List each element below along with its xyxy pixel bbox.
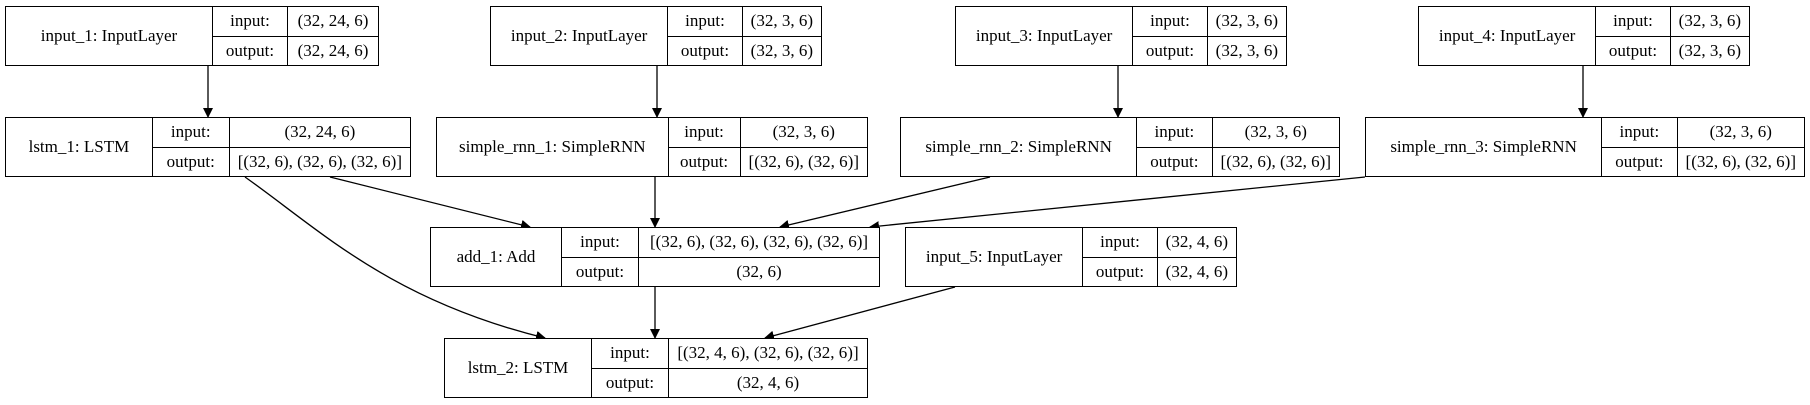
node-simple-rnn-1: simple_rnn_1: SimpleRNN input: output: (… bbox=[436, 117, 868, 177]
input-port-label: input: bbox=[1137, 118, 1212, 148]
node-label: simple_rnn_3: SimpleRNN bbox=[1366, 118, 1603, 176]
input-port-label: input: bbox=[152, 118, 229, 148]
node-label: input_3: InputLayer bbox=[956, 7, 1134, 65]
output-shape: [(32, 6), (32, 6), (32, 6)] bbox=[237, 151, 402, 171]
input-shape: [(32, 4, 6), (32, 6), (32, 6)] bbox=[669, 339, 867, 369]
input-shape: (32, 24, 6) bbox=[229, 118, 410, 148]
output-shape: (32, 4, 6) bbox=[736, 372, 800, 392]
input-port-label: input: bbox=[1596, 7, 1670, 37]
output-port-label: output: bbox=[1608, 40, 1658, 60]
output-shape: (32, 4, 6) bbox=[1165, 261, 1228, 281]
node-label: simple_rnn_2: SimpleRNN bbox=[901, 118, 1138, 176]
input-shape: (32, 4, 6) bbox=[1157, 228, 1236, 258]
output-shape: (32, 24, 6) bbox=[297, 40, 369, 60]
input-port-label: input: bbox=[213, 7, 287, 37]
node-label: simple_rnn_1: SimpleRNN bbox=[437, 118, 669, 176]
node-input-1: input_1: InputLayer input: output: (32, … bbox=[5, 6, 379, 66]
input-shape: (32, 3, 6) bbox=[740, 118, 867, 148]
output-port-label: output: bbox=[225, 40, 275, 60]
node-lstm-1: lstm_1: LSTM input: output: (32, 24, 6) … bbox=[5, 117, 411, 177]
input-port-label: input: bbox=[1133, 7, 1207, 37]
output-port-label: output: bbox=[1615, 151, 1664, 171]
output-port-label: output: bbox=[605, 372, 655, 392]
input-port-label: input: bbox=[592, 339, 668, 369]
input-shape: (32, 3, 6) bbox=[742, 7, 821, 37]
output-shape: (32, 3, 6) bbox=[1678, 40, 1741, 60]
node-simple-rnn-3: simple_rnn_3: SimpleRNN input: output: (… bbox=[1365, 117, 1805, 177]
output-port-label: output: bbox=[575, 261, 625, 281]
output-shape: [(32, 6), (32, 6)] bbox=[1685, 151, 1796, 171]
output-port-label: output: bbox=[679, 151, 729, 171]
node-label: input_4: InputLayer bbox=[1419, 7, 1597, 65]
input-port-label: input: bbox=[668, 118, 740, 148]
input-shape: [(32, 6), (32, 6), (32, 6), (32, 6)] bbox=[639, 228, 879, 258]
edge-input-5-to-lstm-2 bbox=[764, 286, 956, 341]
output-shape: (32, 6) bbox=[736, 261, 782, 281]
output-port-label: output: bbox=[1095, 261, 1145, 281]
edge-simple-rnn-3-to-add-1 bbox=[869, 176, 1366, 232]
edge-lstm-1-to-lstm-2 bbox=[244, 176, 546, 341]
input-port-label: input: bbox=[562, 228, 638, 258]
input-shape: (32, 24, 6) bbox=[288, 7, 378, 37]
edge-simple-rnn-2-to-add-1 bbox=[779, 176, 991, 230]
output-port-label: output: bbox=[166, 151, 215, 171]
input-shape: (32, 3, 6) bbox=[1212, 118, 1339, 148]
node-lstm-2: lstm_2: LSTM input: output: [(32, 4, 6),… bbox=[444, 338, 868, 398]
node-label: input_1: InputLayer bbox=[6, 7, 213, 65]
node-input-3: input_3: InputLayer input: output: (32, … bbox=[955, 6, 1287, 66]
output-port-label: output: bbox=[1145, 40, 1195, 60]
node-label: lstm_2: LSTM bbox=[445, 339, 592, 397]
output-shape: (32, 3, 6) bbox=[1215, 40, 1278, 60]
node-input-2: input_2: InputLayer input: output: (32, … bbox=[490, 6, 822, 66]
input-port-label: input: bbox=[1083, 228, 1157, 258]
node-input-5: input_5: InputLayer input: output: (32, … bbox=[905, 227, 1237, 287]
input-port-label: input: bbox=[668, 7, 742, 37]
input-shape: (32, 3, 6) bbox=[1207, 7, 1286, 37]
node-simple-rnn-2: simple_rnn_2: SimpleRNN input: output: (… bbox=[900, 117, 1340, 177]
input-shape: (32, 3, 6) bbox=[1677, 118, 1804, 148]
output-port-label: output: bbox=[680, 40, 730, 60]
node-label: input_2: InputLayer bbox=[491, 7, 669, 65]
output-port-label: output: bbox=[1150, 151, 1199, 171]
node-label: lstm_1: LSTM bbox=[6, 118, 153, 176]
edge-lstm-1-to-add-1 bbox=[329, 176, 531, 230]
output-shape: [(32, 6), (32, 6)] bbox=[1220, 151, 1331, 171]
node-add-1: add_1: Add input: output: [(32, 6), (32,… bbox=[430, 227, 880, 287]
output-shape: (32, 3, 6) bbox=[750, 40, 813, 60]
node-label: input_5: InputLayer bbox=[906, 228, 1084, 286]
node-label: add_1: Add bbox=[431, 228, 562, 286]
input-shape: (32, 3, 6) bbox=[1670, 7, 1749, 37]
output-shape: [(32, 6), (32, 6)] bbox=[748, 151, 859, 171]
input-port-label: input: bbox=[1602, 118, 1677, 148]
node-input-4: input_4: InputLayer input: output: (32, … bbox=[1418, 6, 1750, 66]
